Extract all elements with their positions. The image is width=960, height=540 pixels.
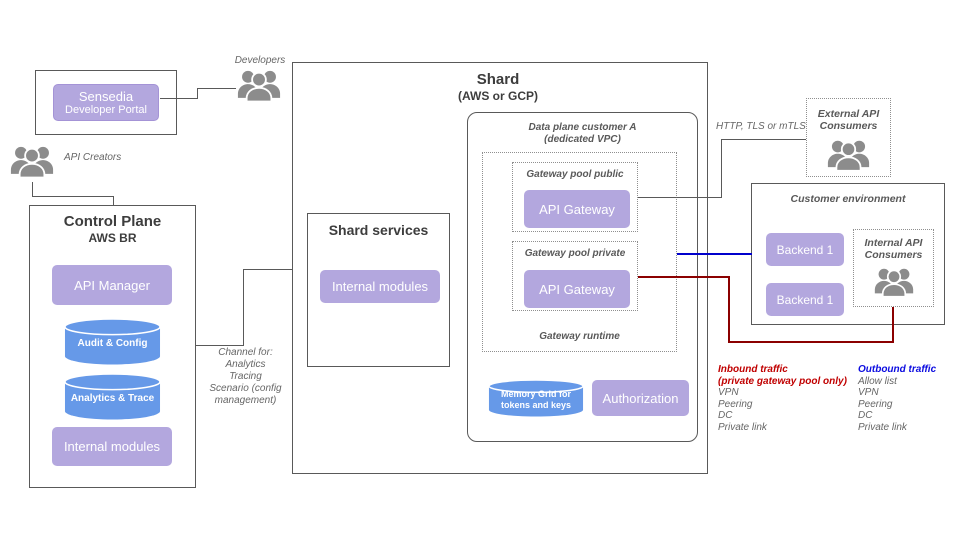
connector-controlplane-shard (196, 344, 244, 346)
outbound-traffic-item: DC (858, 410, 873, 422)
inbound-line-privatepool (892, 307, 894, 343)
outbound-traffic-item: Allow list (858, 375, 897, 387)
memory-grid-label: Memory Grid for tokens and keys (487, 379, 585, 417)
inbound-line-privatepool (638, 276, 730, 278)
internal-modules-module: Internal modules (52, 427, 172, 466)
connector-controlplane-shard (242, 269, 244, 346)
outbound-line-runtime-backend (677, 253, 752, 255)
internal-api-consumers-label2: Consumers (864, 249, 923, 261)
api-creators-label: API Creators (64, 152, 122, 163)
inbound-traffic-note: Inbound traffic (private gateway pool on… (718, 364, 868, 434)
shard-services-title: Shard services (328, 222, 429, 238)
inbound-traffic-item: DC (718, 410, 733, 422)
data-plane-subtitle: (dedicated VPC) (544, 134, 621, 145)
inbound-traffic-item: VPN (718, 387, 739, 399)
developers-label: Developers (234, 55, 286, 66)
connector-creators-controlplane (112, 196, 114, 206)
data-plane-title: Data plane customer A (528, 122, 637, 133)
inbound-traffic-item: Peering (718, 398, 753, 410)
connector-publicpool-external (721, 138, 806, 140)
inbound-traffic-subtitle: (private gateway pool only) (718, 375, 847, 387)
connector-publicpool-external (720, 139, 722, 198)
channel-note: Channel for: Analytics Tracing Scenario … (198, 347, 293, 407)
shard-internal-modules: Internal modules (320, 270, 440, 303)
memory-grid-label-line: tokens and keys (500, 400, 572, 410)
connector-creators-controlplane (31, 195, 114, 197)
internal-api-consumers-people-icon (874, 264, 914, 301)
memory-grid-datastore: Memory Grid for tokens and keys (487, 379, 585, 417)
channel-note-line: Channel for: (218, 347, 273, 358)
connector-portal-developers (160, 97, 198, 99)
shard-subtitle: (AWS or GCP) (458, 89, 538, 103)
sensedia-portal-label: Sensedia (78, 89, 134, 104)
gateway-runtime-box (482, 152, 677, 352)
http-tls-label: HTTP, TLS or mTLS (716, 121, 806, 132)
sensedia-developer-portal: Sensedia Developer Portal (53, 84, 159, 121)
connector-controlplane-shard (243, 268, 292, 270)
analytics-trace-datastore: Analytics & Trace (63, 373, 162, 420)
connector-portal-developers (196, 88, 198, 99)
audit-config-datastore: Audit & Config (63, 318, 162, 365)
gateway-runtime-label: Gateway runtime (539, 331, 620, 342)
outbound-traffic-item: Peering (858, 398, 893, 410)
gateway-pool-public-box (512, 162, 638, 232)
inbound-line-privatepool (728, 276, 730, 343)
control-plane-title: Control Plane (63, 213, 162, 230)
outbound-traffic-item: Private link (858, 421, 907, 433)
external-api-consumers-label2: Consumers (819, 120, 878, 132)
channel-note-line: management) (214, 395, 277, 406)
external-api-consumers-people-icon (827, 136, 870, 175)
sensedia-portal-sublabel: Developer Portal (65, 104, 147, 116)
api-gateway-public: API Gateway (524, 190, 630, 228)
authorization-module: Authorization (592, 380, 689, 416)
outbound-traffic-title: Outbound traffic (858, 364, 937, 375)
gateway-pool-private-box (512, 241, 638, 311)
gateway-pool-public-label: Gateway pool public (526, 169, 624, 180)
external-api-consumers-label: External API (817, 108, 880, 120)
channel-note-line: Analytics (225, 359, 266, 370)
backend-2-module: Backend 1 (766, 283, 844, 316)
connector-creators-controlplane (31, 182, 33, 197)
connector-publicpool-external (638, 196, 722, 198)
external-api-consumers-box (806, 98, 891, 177)
developers-people-icon (237, 66, 281, 106)
channel-note-line: Scenario (config (209, 383, 282, 394)
api-manager-module: API Manager (52, 265, 172, 305)
customer-environment-title: Customer environment (790, 193, 906, 205)
gateway-pool-private-label: Gateway pool private (524, 248, 626, 259)
connector-portal-developers (197, 87, 236, 89)
audit-config-label: Audit & Config (77, 338, 148, 349)
control-plane-subtitle: AWS BR (88, 231, 137, 245)
analytics-trace-label: Analytics & Trace (70, 393, 155, 404)
memory-grid-label-line: Memory Grid for (500, 389, 571, 399)
outbound-traffic-item: VPN (858, 387, 879, 399)
internal-api-consumers-label: Internal API (864, 237, 923, 249)
api-creators-people-icon (10, 142, 54, 182)
internal-api-consumers-box (853, 229, 934, 307)
inbound-line-privatepool (728, 341, 894, 343)
outbound-traffic-note: Outbound traffic Allow list VPN Peering … (858, 364, 958, 434)
api-gateway-private: API Gateway (524, 270, 630, 308)
shard-title: Shard (476, 71, 520, 88)
backend-1-module: Backend 1 (766, 233, 844, 266)
inbound-traffic-title: Inbound traffic (718, 364, 788, 375)
channel-note-line: Tracing (229, 371, 262, 382)
inbound-traffic-item: Private link (718, 421, 767, 433)
